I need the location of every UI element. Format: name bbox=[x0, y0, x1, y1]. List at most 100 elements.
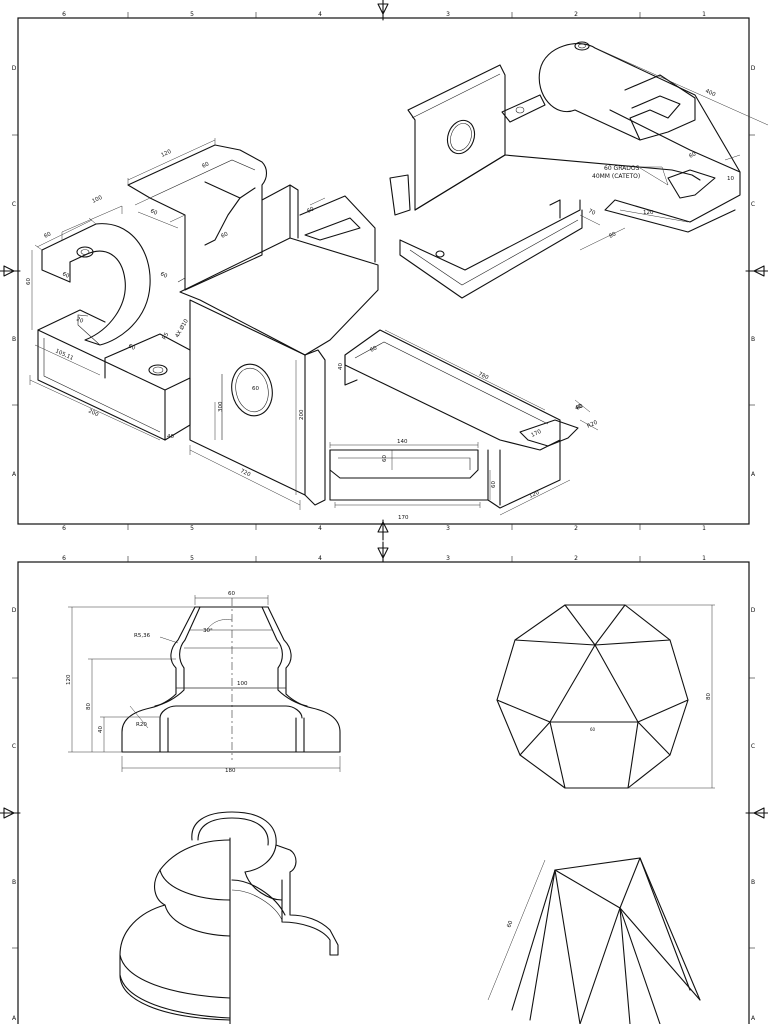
dimension-text: 60 bbox=[61, 271, 70, 280]
sheet-1-col-label: 6 bbox=[62, 11, 66, 18]
dimension-text: 80 bbox=[86, 703, 92, 710]
sheet-1-col-label: 2 bbox=[574, 11, 578, 18]
sheet-2-row-label: C bbox=[751, 743, 755, 750]
dimension-text: 200 bbox=[299, 409, 305, 420]
dimension-text: 180 bbox=[225, 768, 236, 774]
dimension-text: 400 bbox=[704, 88, 717, 98]
dimension-text: 4X Ø10 bbox=[174, 317, 190, 339]
sheet-1-col-label: 3 bbox=[446, 525, 450, 532]
dimension-text: 60 bbox=[201, 161, 210, 170]
dimension-text: 105,11 bbox=[54, 348, 74, 362]
sheet-2-col-label: 2 bbox=[574, 555, 578, 562]
dimension-text: 100 bbox=[237, 681, 248, 687]
dimension-text: 60 bbox=[228, 591, 235, 597]
dimension-text: 60 bbox=[688, 151, 697, 160]
polyhedron-top-view: 80 60 bbox=[496, 604, 715, 789]
sheet-1-col-label: 5 bbox=[190, 11, 194, 18]
sheet-1-col-label: 3 bbox=[446, 11, 450, 18]
dimension-text: 300 bbox=[218, 401, 224, 412]
dimension-text: 60 bbox=[127, 343, 136, 352]
sheet-1-border bbox=[17, 17, 750, 525]
dimension-text: 170 bbox=[398, 515, 409, 521]
dimension-text: 170 bbox=[530, 429, 543, 439]
dimension-text: 60 bbox=[590, 727, 596, 732]
weld-note-line-1: 60 GRADOS bbox=[604, 165, 640, 172]
sheet-1-zone-ticks bbox=[12, 12, 755, 530]
sheet-2-col-label: 6 bbox=[62, 555, 66, 562]
dimension-text: 60 bbox=[575, 403, 584, 412]
dimension-text: 60 bbox=[306, 206, 315, 215]
sheet-2-row-label: D bbox=[751, 607, 756, 614]
dimension-text: 60 bbox=[506, 920, 514, 929]
dimension-text: R20 bbox=[136, 722, 147, 728]
dimension-text: 80 bbox=[608, 231, 617, 240]
dimension-text: 10 bbox=[727, 176, 734, 182]
dimension-text: 60 bbox=[369, 345, 378, 354]
sheet-1-dimension-texts: 120 60 60 100 60 60 60 60 20 105,11 60 R… bbox=[26, 88, 734, 521]
sheet-2-zone-ticks bbox=[12, 556, 755, 949]
dimension-text: 60 bbox=[382, 455, 388, 462]
dimension-text: 60 bbox=[149, 208, 158, 217]
sheet-2-row-label: B bbox=[12, 879, 16, 886]
sheet-1-col-label: 5 bbox=[190, 525, 194, 532]
sheet-1-col-label: 1 bbox=[702, 525, 706, 532]
sheet-1-row-label: D bbox=[751, 65, 756, 72]
sheet-1-row-labels: D C B A D C B A bbox=[12, 65, 756, 478]
weld-note-line-2: 40MM (CATETO) bbox=[592, 173, 640, 180]
dimension-text: 60 bbox=[220, 231, 229, 240]
sheet-1-dimension-lines bbox=[29, 49, 768, 516]
dimension-text: 140 bbox=[397, 439, 408, 445]
dimension-text: 20 bbox=[75, 316, 84, 325]
sheet-2-row-label: C bbox=[12, 743, 16, 750]
sheet-1: 6 5 4 3 2 1 6 5 4 3 2 1 D C B A D C B A bbox=[0, 0, 768, 541]
sheet-1-row-label: B bbox=[12, 336, 16, 343]
isometric-sheet-metal-part-left bbox=[37, 144, 379, 506]
dimension-text: 60 bbox=[159, 271, 168, 280]
sheet-2-row-label: B bbox=[751, 879, 755, 886]
sheet-2-centering-marks bbox=[0, 541, 768, 819]
sheet-1-row-label: C bbox=[751, 201, 755, 208]
polyhedron-isometric-view: 60 bbox=[487, 857, 701, 1024]
sheet-2-row-label: D bbox=[12, 607, 17, 614]
sheet-1-row-label: B bbox=[751, 336, 755, 343]
sheet-1-col-label: 1 bbox=[702, 11, 706, 18]
sheet-1-col-label: 4 bbox=[318, 525, 322, 532]
revolved-part-dimensions: 60 R5,36 30° 120 80 100 40 R20 180 bbox=[66, 591, 341, 774]
sheet-2-col-label: 1 bbox=[702, 555, 706, 562]
sheet-2-row-labels: D C B A D C B A bbox=[12, 607, 756, 1022]
dimension-text: 120 bbox=[160, 149, 173, 159]
dimension-text: 60 bbox=[43, 231, 52, 240]
sheet-1-row-label: D bbox=[12, 65, 17, 72]
dimension-text: 60 bbox=[26, 278, 32, 285]
sheet-1-row-label: A bbox=[12, 471, 17, 478]
dimension-text: 40 bbox=[167, 434, 174, 440]
dimension-text: R20 bbox=[586, 420, 599, 430]
dimension-text: 40 bbox=[574, 403, 583, 412]
dimension-text: 40 bbox=[338, 363, 344, 370]
sheet-2: 6 5 4 3 2 1 D C B A D C B A bbox=[0, 541, 768, 1024]
sheet-1-col-label: 6 bbox=[62, 525, 66, 532]
dimension-text: 80 bbox=[706, 693, 712, 700]
dimension-text: 120 bbox=[66, 674, 72, 685]
dimension-text: 60 bbox=[252, 386, 259, 392]
sheet-1-col-label: 2 bbox=[574, 525, 578, 532]
dimension-text: 40 bbox=[98, 726, 104, 733]
dimension-text: 30° bbox=[203, 628, 213, 634]
sheet-2-col-label: 5 bbox=[190, 555, 194, 562]
isometric-sheet-metal-part-top-right bbox=[389, 41, 741, 299]
dimension-text: 60 bbox=[491, 481, 497, 488]
isometric-sheet-metal-part-right-channel bbox=[329, 329, 579, 509]
dimension-text: 100 bbox=[91, 195, 104, 205]
dimension-text: R5 bbox=[162, 331, 171, 341]
sheet-2-row-label: A bbox=[12, 1015, 17, 1022]
dimension-text: 120 bbox=[528, 490, 541, 500]
sheet-1-centering-marks bbox=[0, 0, 768, 541]
dimension-text: 200 bbox=[87, 408, 100, 418]
revolved-part-isometric-view bbox=[119, 811, 339, 1024]
sheet-2-border bbox=[17, 561, 750, 1024]
sheet-1-col-label: 4 bbox=[318, 11, 322, 18]
dimension-text: 120 bbox=[643, 210, 654, 216]
revolved-part-section-view bbox=[121, 598, 341, 760]
sheet-1-row-label: C bbox=[12, 201, 16, 208]
